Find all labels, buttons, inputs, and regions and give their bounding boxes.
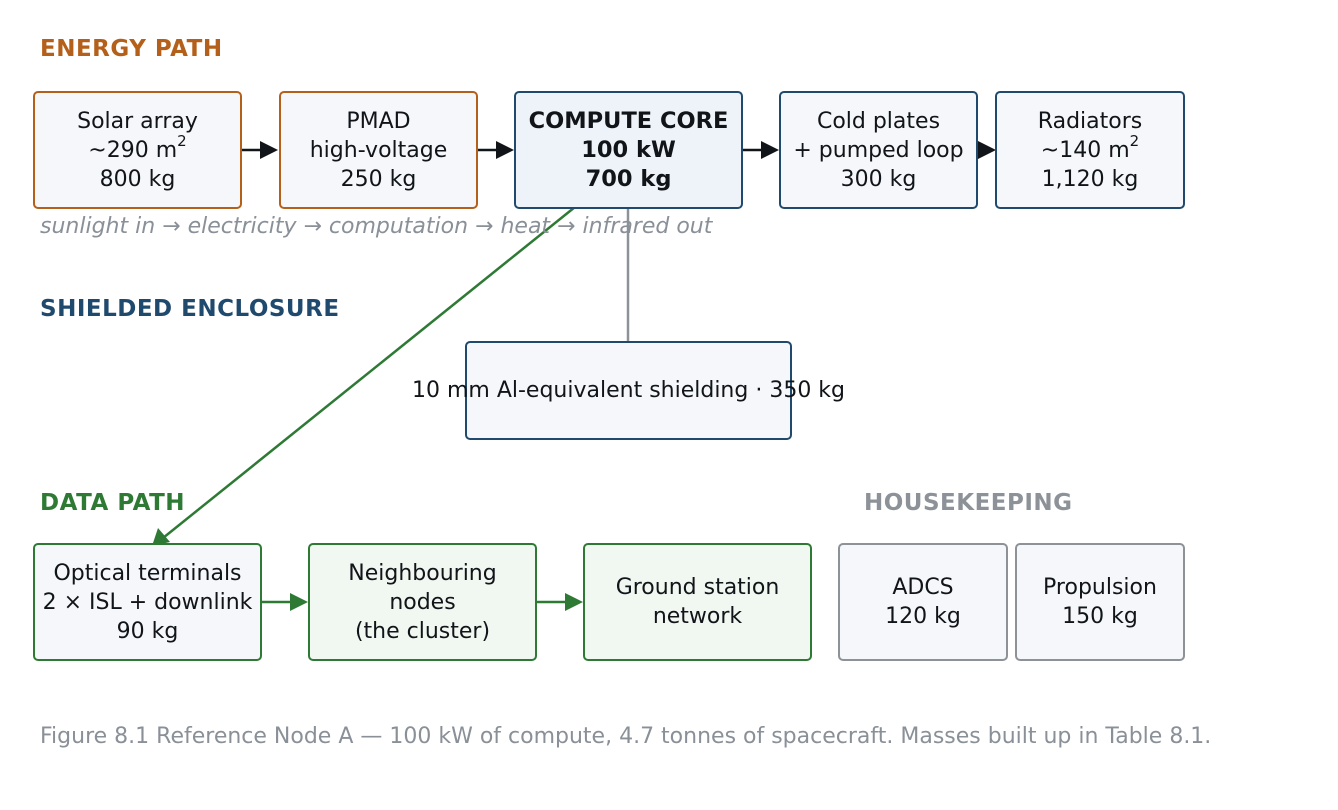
energy-path-heading: ENERGY PATH bbox=[40, 36, 223, 62]
arrowhead-cold-to-radiators bbox=[978, 141, 996, 159]
compute-core-name: COMPUTE CORE bbox=[528, 107, 729, 134]
pmad-box: PMAD high-voltage 250 kg bbox=[279, 91, 478, 209]
optical-terminals-box: Optical terminals 2 × ISL + downlink 90 … bbox=[33, 543, 262, 661]
solar-array-mass: 800 kg bbox=[99, 166, 176, 192]
adcs-name: ADCS bbox=[892, 575, 954, 600]
solar-array-name: Solar array bbox=[77, 108, 198, 134]
compute-core-power: 100 kW bbox=[581, 136, 676, 163]
radiators-mass: 1,120 kg bbox=[1041, 166, 1139, 192]
optical-terminals-name: Optical terminals bbox=[53, 560, 242, 586]
propulsion-name: Propulsion bbox=[1043, 575, 1157, 600]
solar-array-box: Solar array ~290 m2 800 kg bbox=[33, 91, 242, 209]
figure-caption: Figure 8.1 Reference Node A — 100 kW of … bbox=[40, 724, 1212, 749]
arrowhead-optical-to-neighbour bbox=[290, 593, 308, 611]
cold-plates-mass: 300 kg bbox=[840, 166, 917, 192]
cold-plates-name: Cold plates bbox=[816, 108, 941, 134]
pmad-mass: 250 kg bbox=[340, 166, 417, 192]
cold-plates-loop: + pumped loop bbox=[793, 137, 964, 163]
arrowhead-core-to-cold bbox=[761, 141, 779, 159]
housekeeping-heading: HOUSEKEEPING bbox=[864, 490, 1073, 516]
arrowhead-solar-to-pmad bbox=[260, 141, 278, 159]
shielded-enclosure-heading: SHIELDED ENCLOSURE bbox=[40, 296, 340, 322]
neighbouring-nodes-line2: nodes bbox=[389, 589, 456, 615]
shielding-box: 10 mm Al-equivalent shielding · 350 kg bbox=[412, 341, 845, 440]
ground-station-line1: Ground station bbox=[615, 575, 780, 600]
pmad-name: PMAD bbox=[346, 108, 411, 134]
data-path-heading: DATA PATH bbox=[40, 490, 186, 516]
neighbouring-nodes-line3: (the cluster) bbox=[354, 618, 491, 644]
neighbouring-nodes-box: Neighbouring nodes (the cluster) bbox=[308, 543, 537, 661]
neighbouring-nodes-line1: Neighbouring bbox=[348, 560, 497, 586]
adcs-box: ADCS 120 kg bbox=[838, 543, 1008, 661]
pmad-type: high-voltage bbox=[309, 137, 448, 163]
compute-core-mass: 700 kg bbox=[585, 165, 672, 192]
optical-terminals-mass: 90 kg bbox=[116, 618, 179, 644]
propulsion-box: Propulsion 150 kg bbox=[1015, 543, 1185, 661]
ground-station-box: Ground station network bbox=[583, 543, 812, 661]
adcs-mass: 120 kg bbox=[885, 604, 961, 629]
compute-core-box: COMPUTE CORE 100 kW 700 kg bbox=[514, 91, 743, 209]
shielding-label: 10 mm Al-equivalent shielding · 350 kg bbox=[411, 378, 846, 403]
ground-station-line2: network bbox=[652, 604, 743, 629]
arrowhead-neighbour-to-ground bbox=[565, 593, 583, 611]
solar-array-area: ~290 m2 bbox=[88, 132, 187, 163]
arrowhead-pmad-to-core bbox=[496, 141, 514, 159]
arrow-core-to-optical bbox=[162, 206, 576, 539]
optical-terminals-links: 2 × ISL + downlink bbox=[42, 589, 253, 615]
cold-plates-box: Cold plates + pumped loop 300 kg bbox=[779, 91, 978, 209]
energy-flow-caption: sunlight in → electricity → computation … bbox=[40, 214, 713, 239]
radiators-name: Radiators bbox=[1037, 108, 1143, 134]
radiators-box: Radiators ~140 m2 1,120 kg bbox=[995, 91, 1185, 209]
propulsion-mass: 150 kg bbox=[1062, 604, 1138, 629]
arrowhead-core-to-optical bbox=[152, 528, 170, 546]
radiators-area: ~140 m2 bbox=[1040, 132, 1140, 163]
